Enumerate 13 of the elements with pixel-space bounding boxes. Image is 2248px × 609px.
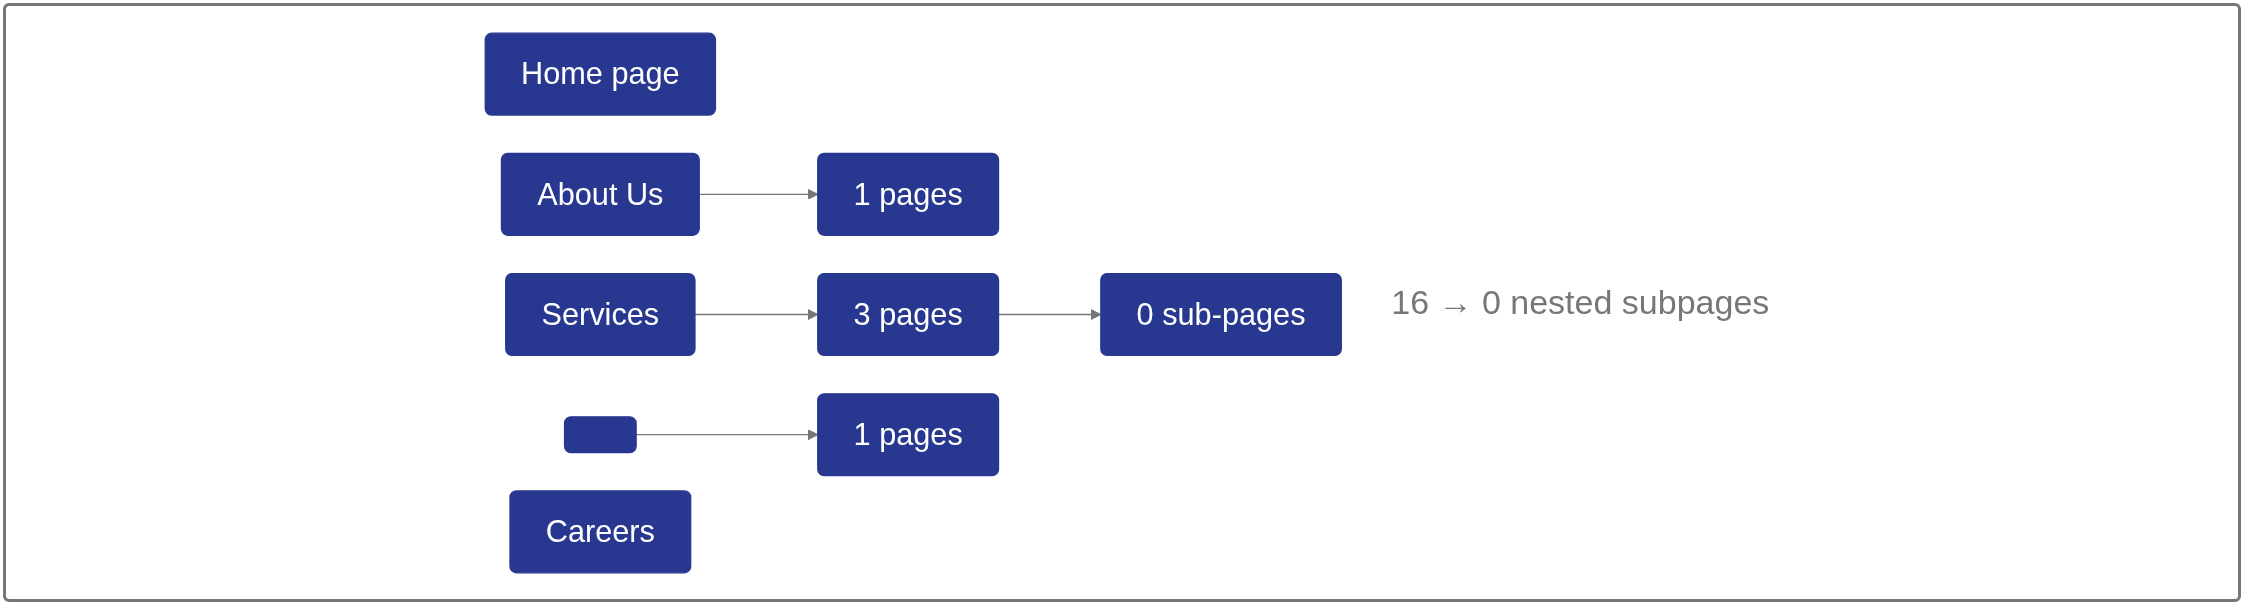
node-box: Home page bbox=[484, 32, 716, 116]
node-box: Services bbox=[504, 272, 696, 356]
note-text: 16 → 0 nested subpages bbox=[1391, 283, 1770, 322]
node-box: 1 pages bbox=[816, 152, 999, 236]
node-box: Careers bbox=[509, 489, 692, 573]
node-box: 0 sub-pages bbox=[1099, 272, 1342, 356]
arrow bbox=[698, 188, 818, 200]
node-box: 3 pages bbox=[816, 272, 999, 356]
arrow bbox=[635, 428, 818, 440]
node-box: About Us bbox=[500, 152, 700, 236]
node-box: 1 pages bbox=[816, 392, 999, 476]
arrow bbox=[694, 308, 818, 320]
node-box bbox=[563, 415, 637, 453]
